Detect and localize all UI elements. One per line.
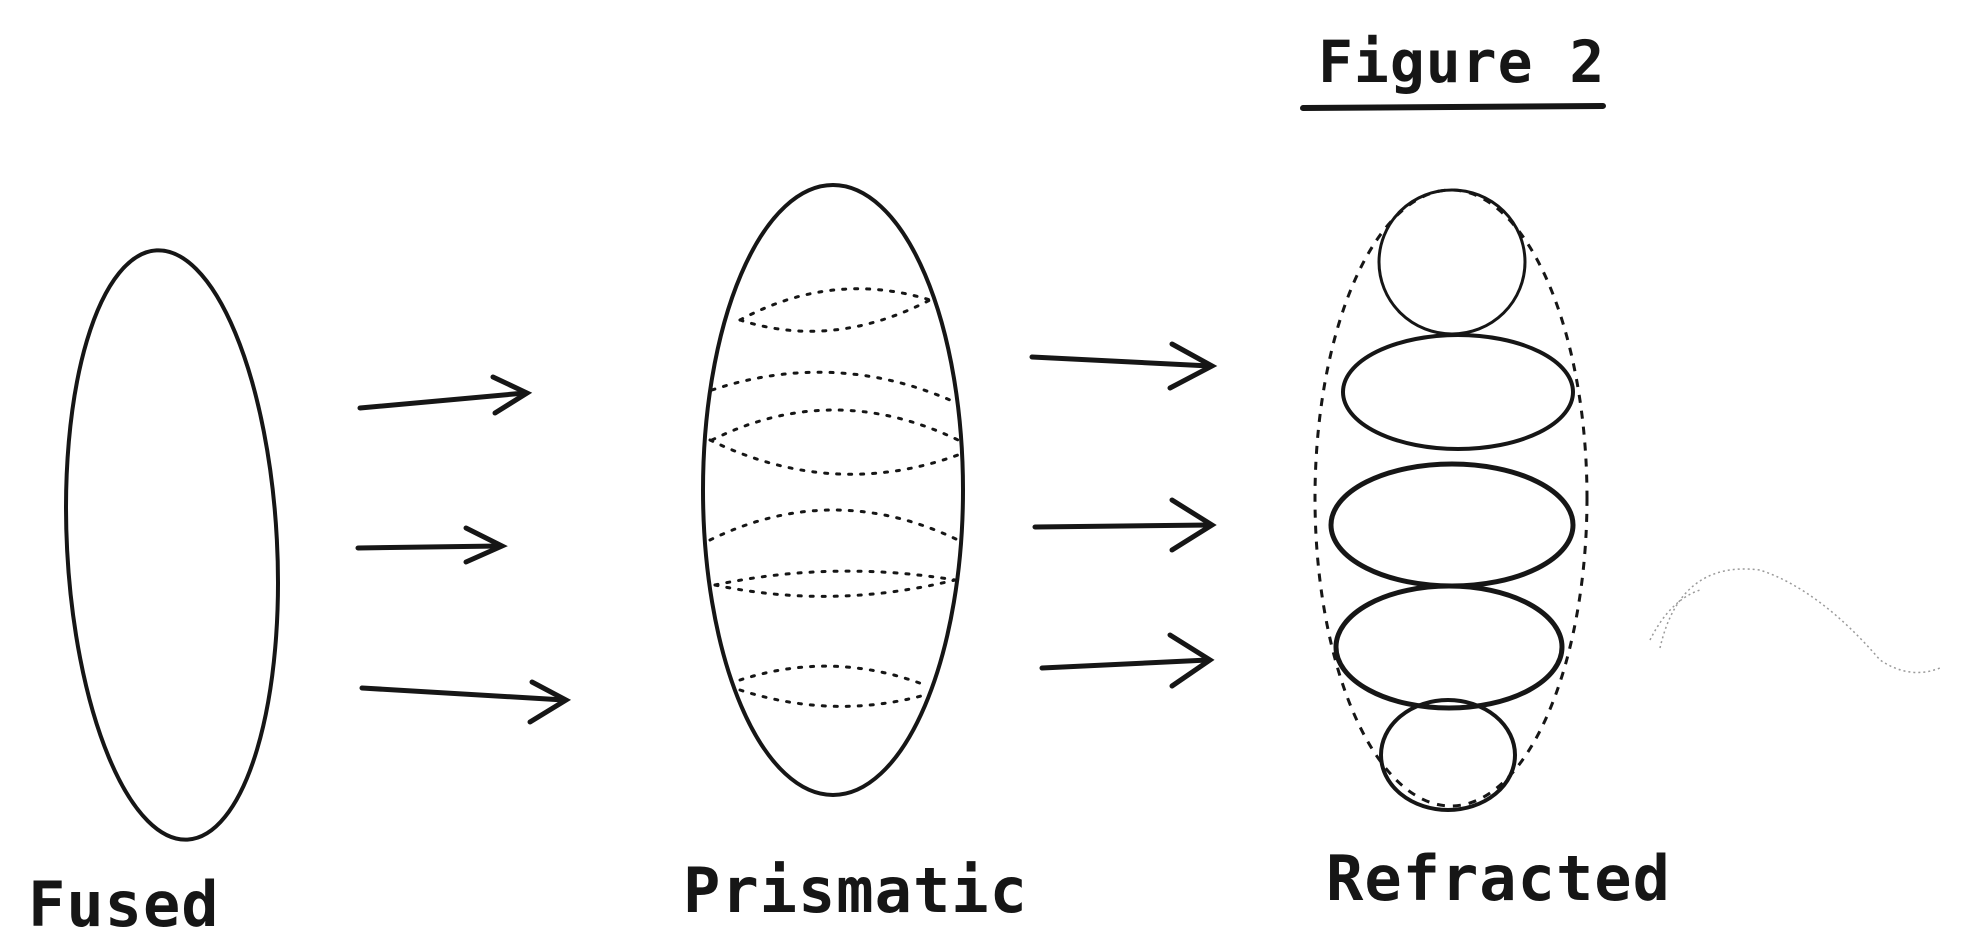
fused-ellipse — [52, 245, 293, 845]
arrow-middle — [358, 528, 502, 562]
figure-title: Figure 2 — [1318, 28, 1605, 96]
arrow-top-2 — [1032, 344, 1212, 388]
stage-label-refracted: Refracted — [1326, 842, 1671, 915]
refracted-ellipse — [1315, 190, 1587, 810]
arrow-top — [360, 377, 527, 413]
stray-pencil-mark — [1650, 569, 1940, 673]
prismatic-dotted-bands — [710, 289, 958, 707]
arrow-middle-2 — [1035, 500, 1212, 550]
stage-label-fused: Fused — [28, 868, 220, 941]
prismatic-ellipse — [703, 185, 963, 795]
refracted-segments — [1331, 190, 1573, 810]
arrows-fused-to-prismatic — [358, 377, 566, 722]
arrow-bottom-2 — [1042, 635, 1210, 686]
arrow-bottom — [362, 682, 566, 722]
arrows-prismatic-to-refracted — [1032, 344, 1212, 686]
stage-label-prismatic: Prismatic — [683, 854, 1028, 927]
